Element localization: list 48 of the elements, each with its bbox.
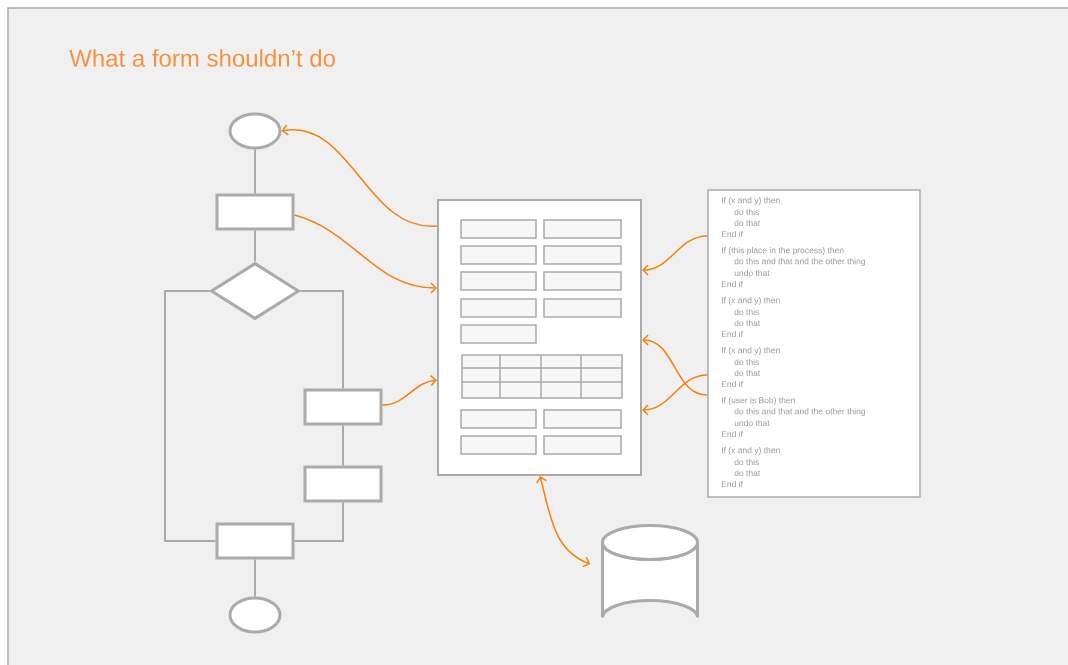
- code-line: do this and that and the other thing: [734, 408, 865, 416]
- connector-line: [164, 290, 217, 542]
- code-line: do that: [734, 319, 761, 327]
- code-line: do that: [734, 469, 761, 477]
- connector-line: [299, 290, 344, 390]
- arrow: [642, 235, 708, 276]
- connector-line: [342, 424, 344, 467]
- arrow: [281, 124, 438, 227]
- arrow: [293, 214, 437, 294]
- title: What a form shouldn’t do: [69, 49, 335, 67]
- connector-line: [254, 229, 256, 263]
- code-line: undo that: [734, 419, 770, 427]
- code-line: do this: [734, 458, 759, 466]
- code-line: If (x and y) then: [722, 347, 780, 355]
- arrow: [536, 476, 591, 568]
- code-line: If (this place in the process) then: [722, 247, 844, 255]
- arrow: [642, 334, 708, 396]
- database-cylinder: [601, 524, 699, 619]
- code-line: If (x and y) then: [722, 197, 780, 205]
- code-line: End if: [721, 330, 743, 338]
- connector-line: [254, 148, 256, 195]
- code-line: End if: [721, 380, 743, 388]
- connector-line: [293, 501, 344, 542]
- code-line: do this and that and the other thing: [734, 258, 865, 266]
- code-line: do this: [734, 358, 759, 366]
- code-line: End if: [721, 480, 743, 488]
- form-drawing: [437, 199, 642, 476]
- process-box: [303, 465, 383, 503]
- code-line: End if: [721, 230, 743, 238]
- code-line: do that: [734, 219, 761, 227]
- code-line: If (user is Bob) then: [722, 397, 795, 405]
- process-box: [215, 522, 295, 560]
- code-line: do that: [734, 369, 761, 377]
- code-line: do this: [734, 208, 759, 216]
- code-line: End if: [721, 280, 743, 288]
- code-panel: [707, 189, 921, 498]
- terminal-ellipse: [228, 596, 282, 634]
- code-line: If (x and y) then: [722, 297, 780, 305]
- arrow: [642, 374, 708, 416]
- arrow: [381, 374, 437, 406]
- process-box: [303, 388, 383, 426]
- code-line: If (x and y) then: [722, 447, 780, 455]
- terminal-ellipse: [228, 112, 282, 150]
- code-line: End if: [721, 430, 743, 438]
- code-line: undo that: [734, 269, 770, 277]
- code-line: do this: [734, 308, 759, 316]
- connector-line: [254, 558, 256, 598]
- process-box: [215, 193, 295, 231]
